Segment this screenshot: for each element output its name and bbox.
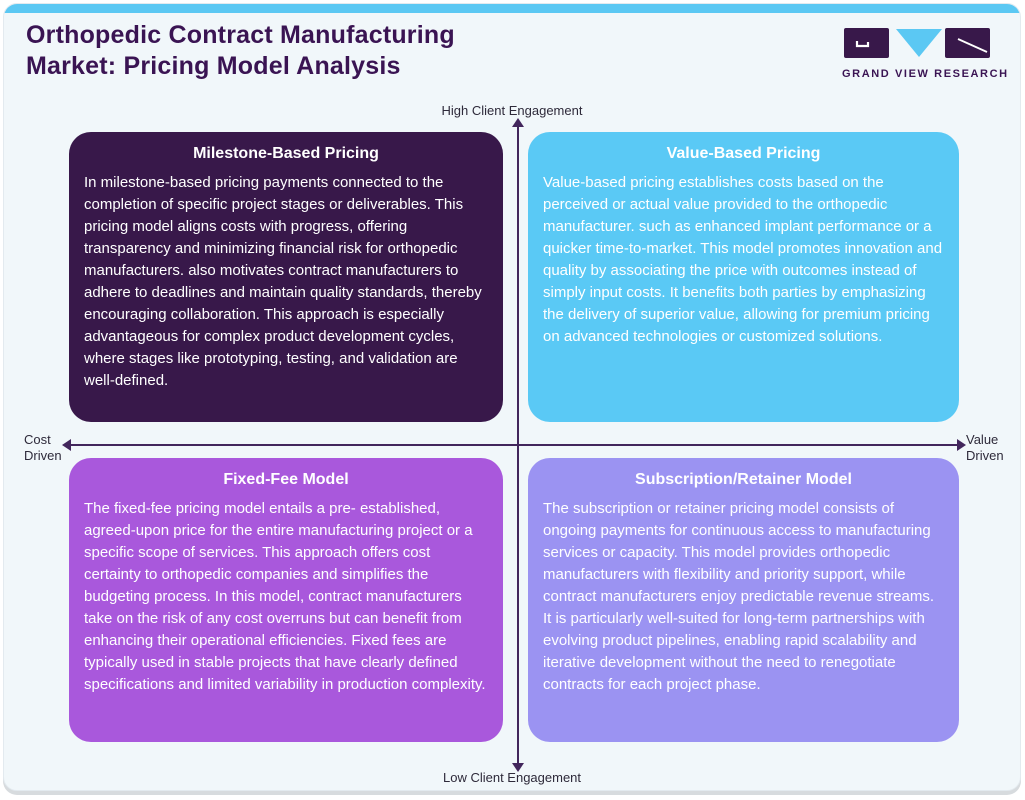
quadrant-title: Fixed-Fee Model [223,471,349,488]
axis-label-cost-driven: Cost Driven [24,432,62,463]
quadrant-body: The subscription or retainer pricing mod… [543,500,935,693]
arrow-down-icon [512,763,524,772]
gvr-logo: GRAND VIEW RESEARCH [842,28,1009,80]
quadrant-milestone-based-pricing: Milestone-Based Pricing In milestone-bas… [69,132,503,422]
quadrant-body: The fixed-fee pricing model entails a pr… [84,500,486,693]
axis-label-high-engagement: High Client Engagement [441,103,583,118]
gvr-logo-mark [844,28,990,58]
arrow-up-icon [512,118,524,127]
gvr-logo-text: GRAND VIEW RESEARCH [842,68,1009,80]
arrow-right-icon [957,439,966,451]
arrow-left-icon [62,439,71,451]
top-accent-bar [4,4,1020,13]
axis-label-low-engagement: Low Client Engagement [442,770,582,785]
quadrant-title: Value-Based Pricing [666,145,821,162]
quadrant-subscription-retainer-model: Subscription/Retainer Model The subscrip… [528,458,959,742]
quadrant-title: Milestone-Based Pricing [193,145,379,162]
quadrant-value-based-pricing: Value-Based Pricing Value-based pricing … [528,132,959,422]
quadrant-title: Subscription/Retainer Model [635,471,852,488]
horizontal-axis [62,439,966,451]
quadrant-fixed-fee-model: Fixed-Fee Model The fixed-fee pricing mo… [69,458,503,742]
quadrant-body: In milestone-based pricing payments conn… [84,174,482,389]
quadrant-body: Value-based pricing establishes costs ba… [543,174,943,345]
axis-label-value-driven: Value Driven [966,432,1004,463]
page-title: Orthopedic Contract Manufacturing Market… [26,21,455,80]
analysis-card: Orthopedic Contract Manufacturing Market… [3,3,1021,791]
